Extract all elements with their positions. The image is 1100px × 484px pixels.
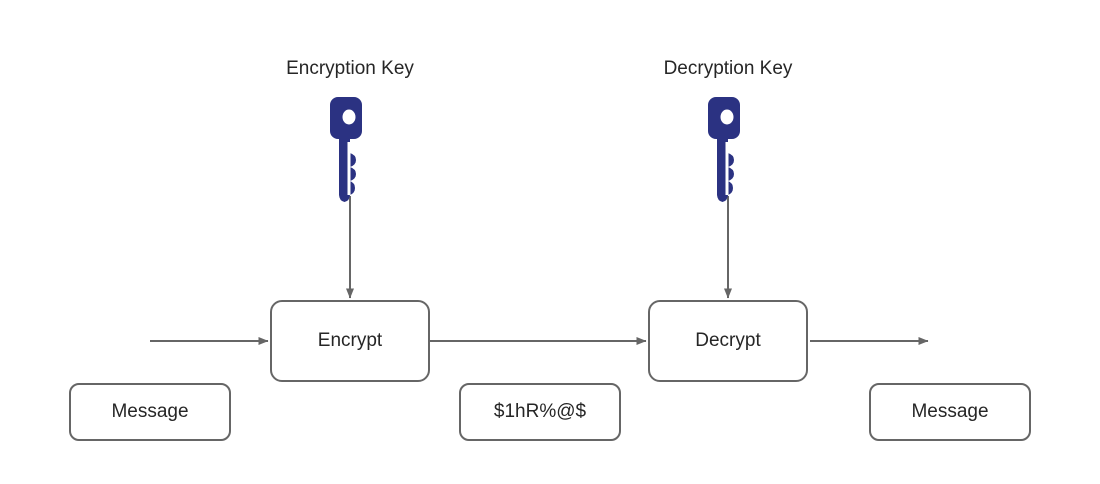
decryption-key-label: Decryption Key <box>663 58 793 79</box>
message-output-node[interactable]: Message <box>869 383 1031 441</box>
ciphertext-node[interactable]: $1hR%@$ <box>459 383 621 441</box>
encryption-key-label: Encryption Key <box>286 58 414 79</box>
message-input-node[interactable]: Message <box>69 383 231 441</box>
decrypt-node[interactable]: Decrypt <box>648 300 808 382</box>
decryption-key-icon <box>708 97 740 202</box>
encryption-key-icon <box>330 97 362 202</box>
encrypt-node[interactable]: Encrypt <box>270 300 430 382</box>
